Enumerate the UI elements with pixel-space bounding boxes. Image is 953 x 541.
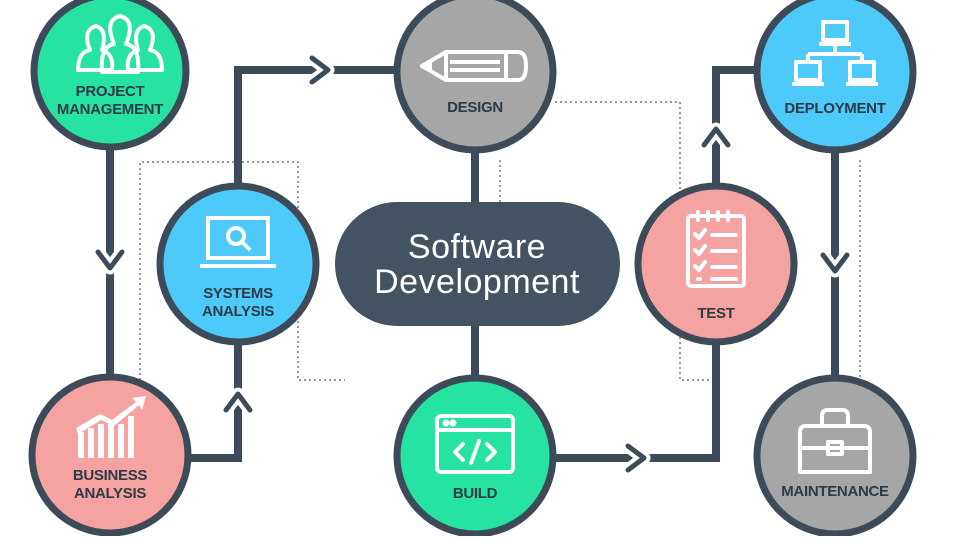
maintenance-label: MAINTENANCE [781,483,889,500]
node-build: BUILD [393,374,557,538]
node-maintenance: MAINTENANCE [753,374,917,538]
checklist-icon [686,210,746,288]
node-deployment: DEPLOYMENT [753,0,917,154]
center-title-line1: Software [408,228,546,266]
network-icon [792,20,878,86]
node-project-management: PROJECT MANAGEMENT [30,0,190,151]
team-icon [76,14,164,74]
node-systems-analysis: SYSTEMS ANALYSIS [156,182,320,346]
business-analysis-label-1: BUSINESS [73,467,148,484]
monitor-search-icon [200,216,276,268]
node-business-analysis: BUSINESS ANALYSIS [28,373,192,537]
project-management-label-2: MANAGEMENT [57,101,163,118]
design-label: DESIGN [447,99,503,116]
systems-analysis-label-1: SYSTEMS [203,285,273,302]
growth-chart-icon [76,396,146,458]
node-design: DESIGN [393,0,557,154]
systems-analysis-label-2: ANALYSIS [202,303,274,320]
arrows-dark [95,55,850,473]
center-pill: Software Development [335,202,620,326]
deployment-label: DEPLOYMENT [784,100,885,117]
business-analysis-label-2: ANALYSIS [74,485,146,502]
toolbox-icon [798,408,872,474]
pencil-icon [420,50,528,82]
code-window-icon [435,414,515,474]
build-label: BUILD [453,485,498,502]
center-title-line2: Development [374,263,580,301]
project-management-label-1: PROJECT [76,83,145,100]
node-test: TEST [634,182,798,346]
test-label: TEST [697,305,734,322]
dotted-guides [139,101,861,381]
